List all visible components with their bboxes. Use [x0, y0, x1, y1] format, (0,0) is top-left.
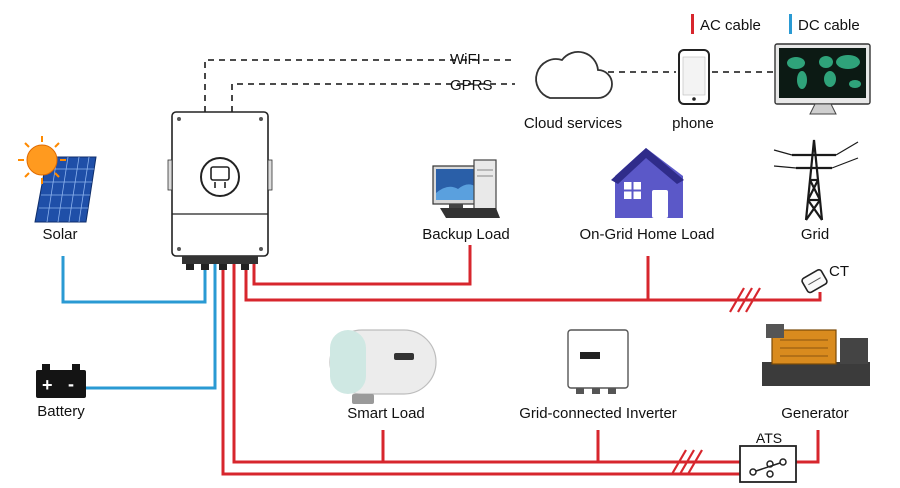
house-icon	[611, 148, 684, 218]
sun-icon	[18, 136, 66, 184]
ct-clamp-icon	[801, 269, 828, 294]
grid-inverter-label: Grid-connected Inverter	[519, 405, 677, 422]
battery-dc-cable	[86, 262, 217, 390]
transmission-tower-icon	[773, 139, 859, 221]
gprs-label: GPRS	[450, 77, 493, 94]
grid-label: Grid	[800, 226, 830, 243]
generator-icon	[762, 324, 870, 386]
legend-dc-swatch	[789, 14, 792, 34]
home-load-label: On-Grid Home Load	[579, 226, 715, 243]
cloud-label: Cloud services	[523, 115, 623, 132]
generator-drop	[795, 430, 820, 464]
generator-label: Generator	[781, 405, 849, 422]
smartphone-icon	[678, 49, 710, 105]
hybrid-inverter-icon	[167, 111, 273, 270]
gen-return-cable	[232, 262, 748, 464]
legend-dc-label: DC cable	[798, 17, 860, 34]
legend-ac-swatch	[691, 14, 694, 34]
backup-load-label: Backup Load	[422, 226, 510, 243]
solar-dc-cable	[61, 256, 207, 304]
legend-ac-label: AC cable	[700, 17, 761, 34]
water-heater-icon	[329, 329, 437, 404]
backup-load-cable	[252, 245, 472, 286]
grid-inverter-icon	[567, 329, 629, 394]
legend: AC cable DC cable	[691, 14, 860, 34]
grid-ac-bus	[244, 262, 822, 302]
solar-label: Solar	[42, 226, 78, 243]
gprs-link	[231, 83, 515, 112]
phone-label: phone	[672, 115, 714, 132]
desktop-computer-icon	[432, 159, 500, 218]
solar-panel-icon	[18, 136, 97, 223]
cloud-icon	[535, 50, 613, 99]
wifi-label: WiFI	[450, 51, 481, 68]
battery-label: Battery	[37, 403, 85, 420]
svg-text:+: +	[42, 375, 53, 395]
ct-label: CT	[829, 263, 849, 280]
smart-load-label: Smart Load	[347, 405, 425, 422]
wifi-link	[204, 59, 515, 112]
break-marks	[671, 287, 761, 475]
ats-label: ATS	[755, 430, 783, 446]
dc-cables	[61, 256, 217, 390]
svg-text:-: -	[68, 374, 74, 394]
smart-load-ac-cable	[221, 262, 748, 476]
ats-switch-icon	[739, 445, 797, 483]
ac-cables	[221, 245, 822, 476]
battery-icon: + -	[36, 364, 86, 398]
monitor-world-map-icon	[774, 43, 871, 115]
comm-links	[204, 59, 775, 112]
